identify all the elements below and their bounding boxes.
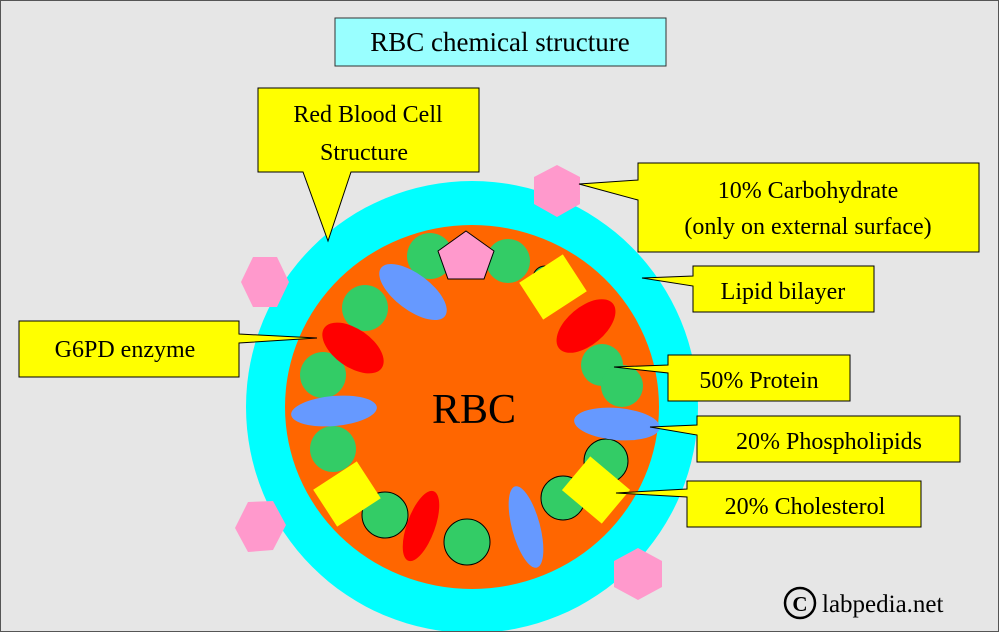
callout-rbc-structure: Red Blood Cell Structure	[257, 87, 480, 243]
protein-circle	[407, 233, 453, 279]
copyright-icon	[783, 586, 817, 620]
callout-protein: 50% Protein	[613, 354, 851, 402]
callout-protein-text: 50% Protein	[699, 368, 818, 394]
callout-g6pd-text: G6PD enzyme	[55, 337, 196, 363]
protein-circle	[300, 352, 346, 398]
title-box: RBC chemical structure	[334, 17, 667, 67]
copyright-notice: C labpedia.net	[783, 586, 944, 620]
protein-circle	[601, 365, 643, 407]
protein-circle	[361, 491, 409, 539]
carbohydrate-pentagon	[437, 230, 495, 280]
cholesterol-rect	[313, 461, 381, 527]
carbohydrate-hexagon	[241, 257, 289, 307]
protein-circle	[443, 518, 491, 566]
phospholipid-ellipse	[508, 486, 544, 568]
callout-cholesterol-text: 20% Cholesterol	[725, 494, 886, 520]
callout-g6pd: G6PD enzyme	[18, 320, 318, 378]
phospholipid-ellipse	[379, 263, 447, 321]
phospholipid-ellipse	[291, 395, 377, 427]
carbohydrate-hexagon	[614, 548, 662, 600]
callout-carbohydrate-line2: (only on external surface)	[684, 214, 931, 240]
protein-circle	[310, 426, 356, 472]
rbc-center-label: RBC	[432, 387, 516, 433]
title-text: RBC chemical structure	[370, 27, 629, 57]
callout-lipid-bilayer: Lipid bilayer	[641, 265, 875, 313]
callout-cholesterol: 20% Cholesterol	[615, 480, 922, 528]
g6pd-ellipse	[402, 490, 440, 562]
g6pd-ellipse	[322, 322, 384, 374]
protein-circle	[486, 239, 530, 283]
g6pd-ellipse	[556, 299, 616, 353]
callout-phospholipids: 20% Phospholipids	[649, 415, 961, 463]
carbohydrate-hexagon	[534, 165, 580, 217]
callout-carbohydrate: 10% Carbohydrate (only on external surfa…	[578, 162, 980, 253]
callout-rbc-structure-line1: Red Blood Cell	[293, 102, 443, 128]
cholesterol-rect	[561, 456, 631, 524]
callout-carbohydrate-line1: 10% Carbohydrate	[718, 178, 899, 204]
phospholipid-ellipse	[574, 407, 660, 441]
copyright-text: labpedia.net	[822, 591, 944, 618]
cholesterol-rect	[519, 254, 587, 320]
callout-lipid-bilayer-text: Lipid bilayer	[721, 279, 846, 305]
callout-rbc-structure-line2: Structure	[320, 140, 408, 166]
copyright-c-glyph: C	[792, 592, 807, 616]
carbohydrate-hexagon	[235, 501, 286, 552]
protein-circle	[342, 285, 388, 331]
callout-phospholipids-text: 20% Phospholipids	[736, 429, 922, 455]
